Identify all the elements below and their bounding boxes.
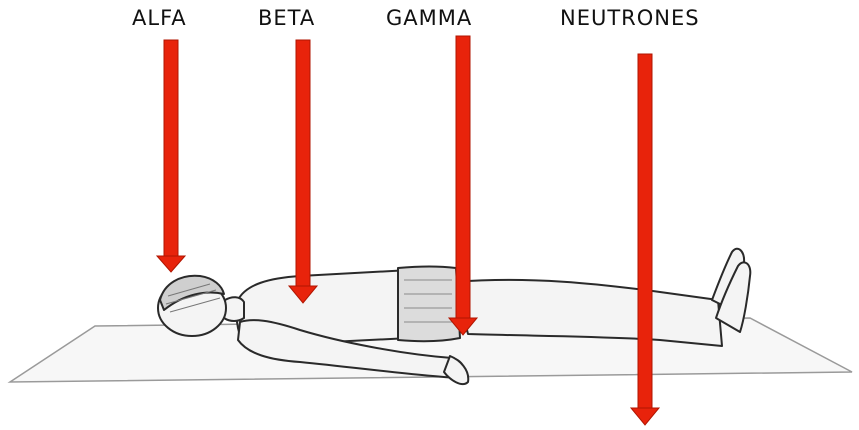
neck [224,297,244,321]
arrow-alfa [157,40,185,272]
shorts [398,267,460,342]
arrow-beta [289,40,317,303]
